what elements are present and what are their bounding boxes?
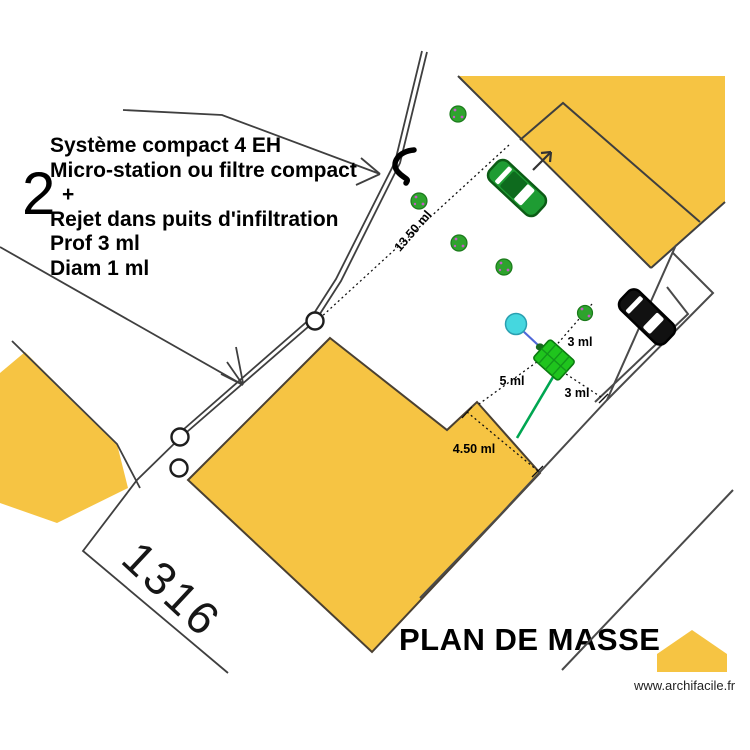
pointer-lines <box>0 109 381 386</box>
building-edge-line <box>457 75 652 269</box>
manhole-icon <box>170 427 190 447</box>
annotation-line: Rejet dans puits d'infiltration <box>50 207 339 231</box>
building-inner-wall-line <box>519 101 701 223</box>
tree-icon <box>410 192 428 210</box>
boundary-pointer-line <box>0 246 244 386</box>
manhole-circles <box>169 311 325 478</box>
annotation-pointer-line <box>122 109 381 175</box>
building-left-wedge <box>0 340 141 523</box>
boundary-parallel-line <box>175 50 423 437</box>
annotation-line: + <box>62 183 75 206</box>
right-chevron-outer-line <box>606 251 715 401</box>
annotation-line: Diam 1 ml <box>50 256 150 280</box>
entrance-arrow-icon <box>532 150 553 171</box>
measurement-label-5ml: 5 ml <box>499 374 525 388</box>
car-green-icon <box>486 158 548 218</box>
measurement-label-3ml-top: 3 ml <box>567 335 593 349</box>
measure-ticks <box>461 393 609 478</box>
boundary-double-line <box>81 50 428 674</box>
annotation-line: Micro-station ou filtre compact <box>50 158 357 182</box>
drain-pipe-line <box>515 371 558 439</box>
manhole-icon <box>169 458 189 478</box>
car-black-icon <box>617 288 677 346</box>
plan-title: PLAN DE MASSE <box>399 622 661 657</box>
boundary-pointer-arrowhead <box>220 346 244 386</box>
wedge-boundary-line <box>11 340 141 489</box>
trees <box>410 105 594 322</box>
right-chevron-inner-line <box>594 286 690 403</box>
micro-station-icon <box>533 339 575 381</box>
annotation-line: Prof 3 ml <box>50 232 140 255</box>
inlet-pipe-line <box>522 330 539 346</box>
building-edge-line <box>650 201 726 269</box>
archifacile-logo-icon <box>657 630 727 672</box>
system-annotation: Système compact 4 EH Micro-station ou fi… <box>50 134 357 281</box>
measure-lines <box>318 144 605 472</box>
building-top-right <box>457 75 726 269</box>
annotation-pointer-arrowhead <box>355 157 381 186</box>
annotation-line: Système compact 4 EH <box>50 134 282 157</box>
gate-symbol-icon <box>392 147 417 186</box>
measurement-label-3ml-bottom: 3 ml <box>564 386 590 400</box>
boundary-main-line <box>81 51 428 674</box>
tree-icon <box>576 304 594 322</box>
building-top-right-fill <box>458 76 725 268</box>
building-left-wedge-fill <box>0 352 128 523</box>
infiltration-well-icon <box>504 312 528 336</box>
septic-system <box>504 312 575 439</box>
watermark-link[interactable]: www.archifacile.fr <box>634 678 736 693</box>
measure-4-50-line <box>466 411 539 472</box>
tree-icon <box>449 105 467 123</box>
zone-number: 2 <box>22 160 56 227</box>
tree-icon <box>450 234 468 252</box>
tree-icon <box>495 258 513 276</box>
measurement-label-4-50: 4.50 ml <box>452 442 496 456</box>
manhole-icon <box>305 311 325 331</box>
